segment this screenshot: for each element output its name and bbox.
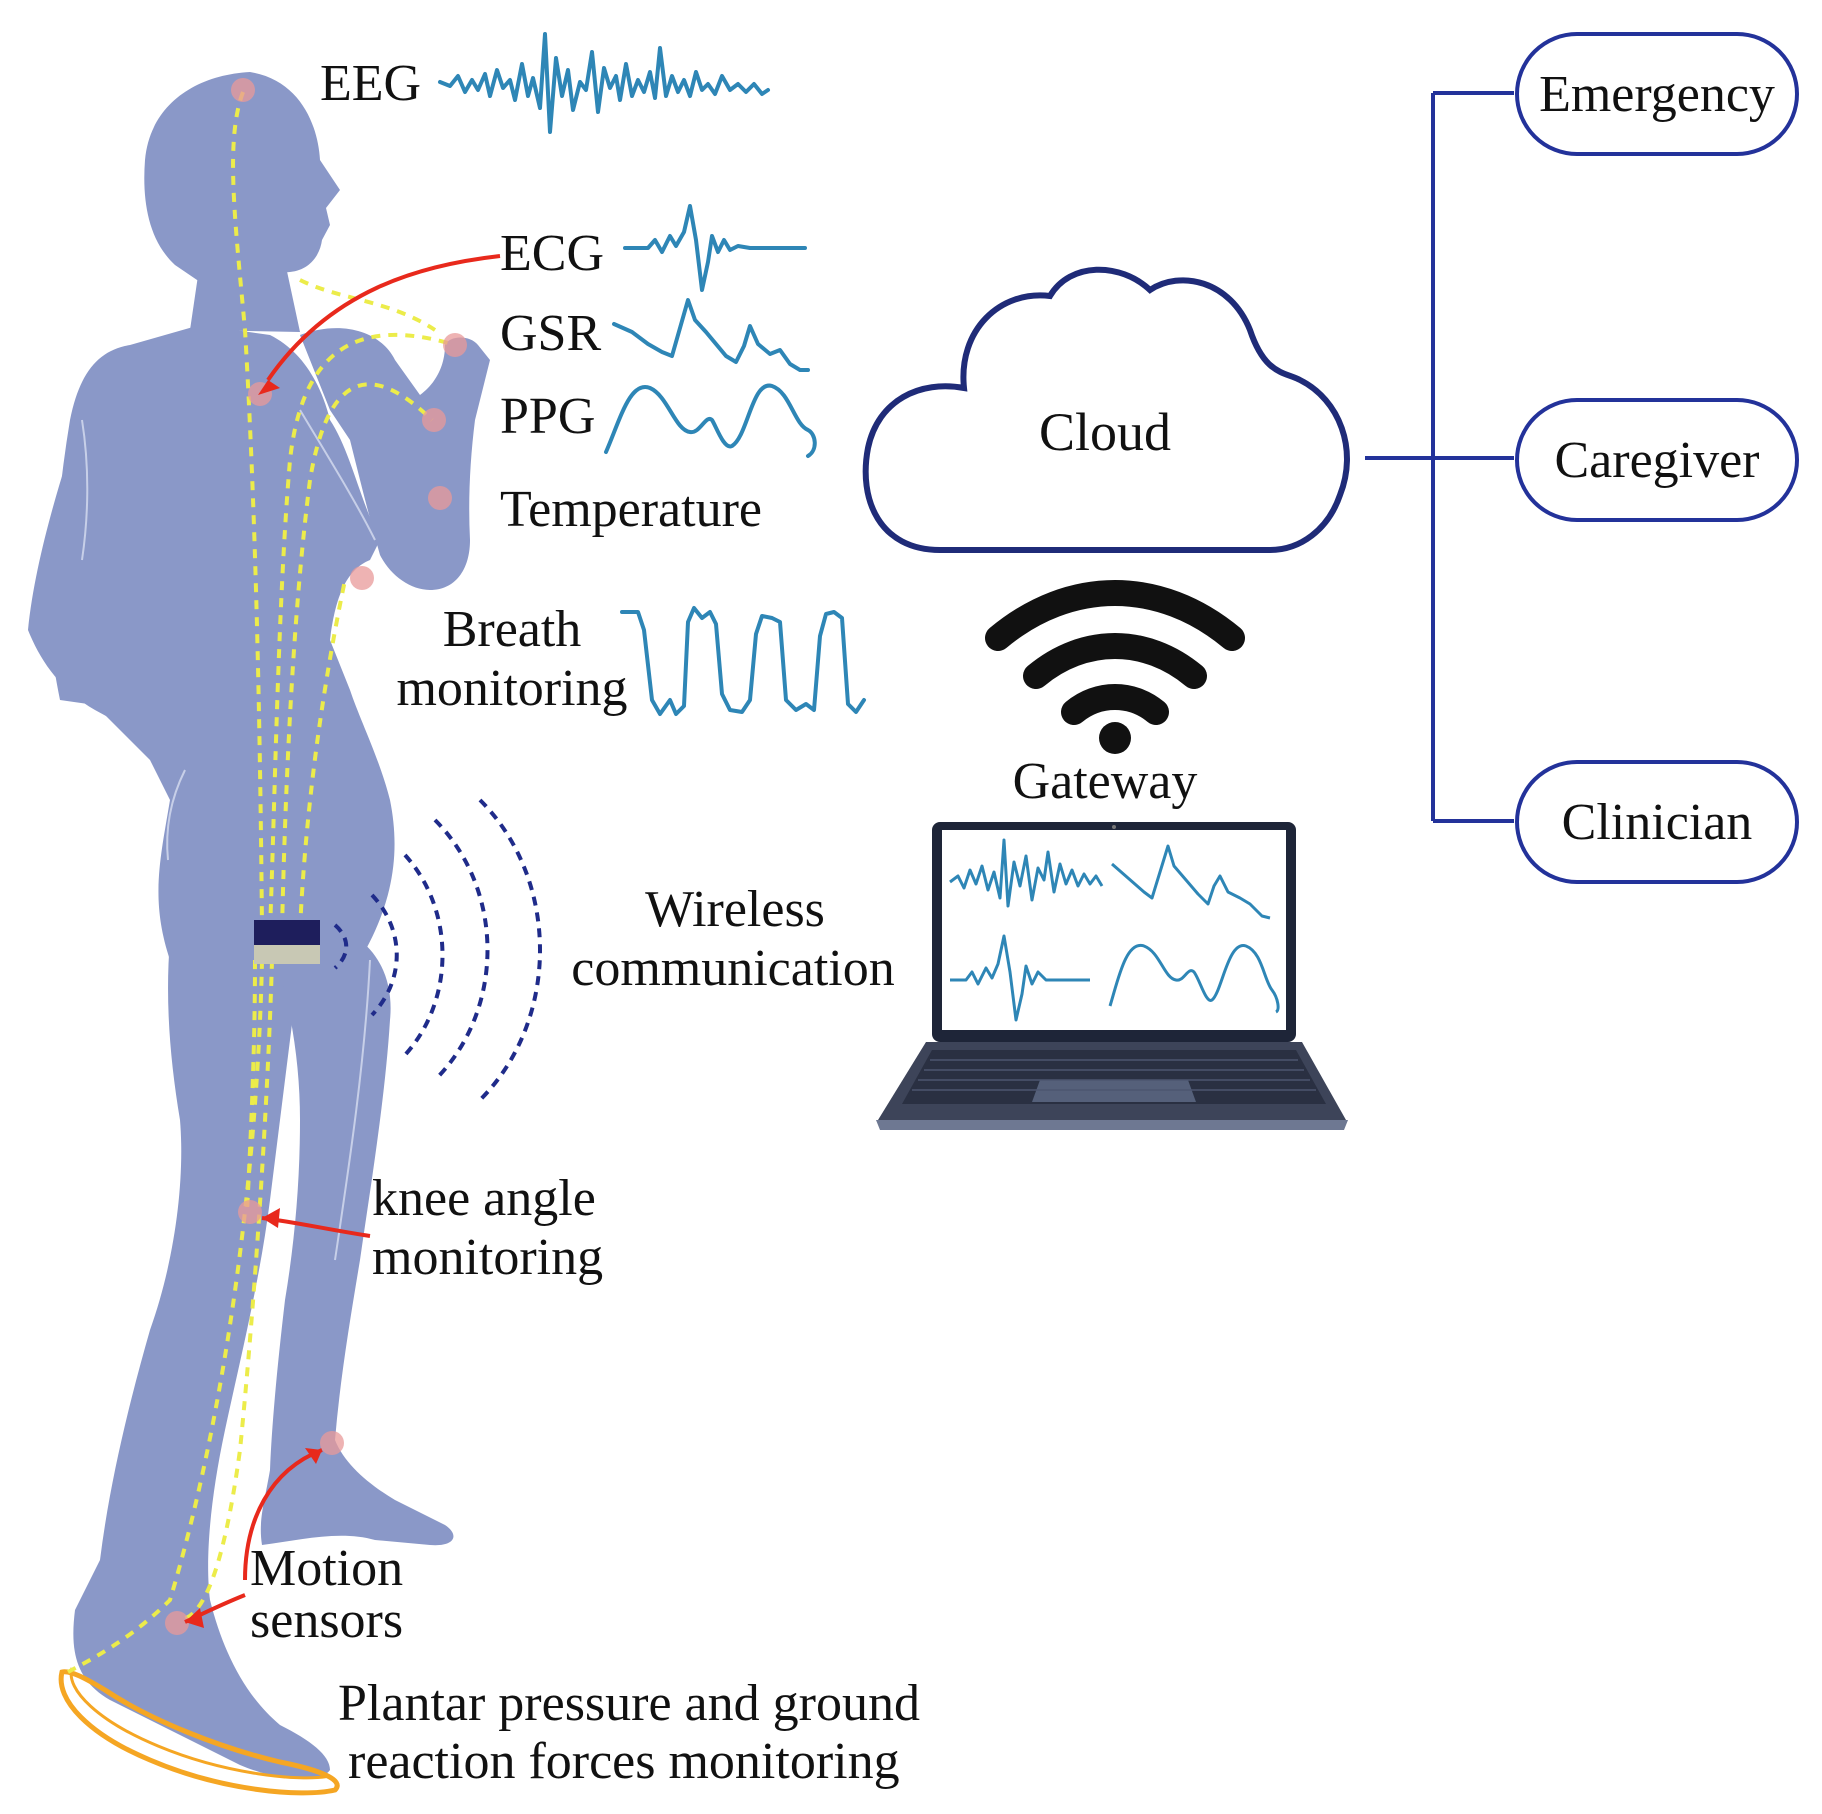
recipient-node-clinician xyxy=(1515,760,1799,884)
breath-label-line1: Breath xyxy=(443,601,582,658)
laptop-eeg-trace xyxy=(949,838,1104,908)
gsr-waveform xyxy=(612,298,810,372)
sensor-dot-eeg xyxy=(231,78,255,102)
arrow-heads xyxy=(185,380,322,1628)
rear-leg xyxy=(73,940,331,1780)
plantar-label-line1: Plantar pressure and ground xyxy=(338,1675,920,1732)
sensor-hub-device xyxy=(254,920,320,964)
breath-label-line2: monitoring xyxy=(396,660,627,717)
ppg-waveform xyxy=(604,383,817,458)
body-contour-line xyxy=(166,769,186,861)
wireless-label-line2: communication xyxy=(571,940,894,997)
ppg-label: PPG xyxy=(500,388,595,445)
neck xyxy=(190,262,300,332)
laptop-ppg-trace xyxy=(1108,944,1280,1014)
signal-waveforms xyxy=(438,32,866,716)
ecg-waveform xyxy=(623,204,807,292)
ecg-label: ECG xyxy=(500,225,604,282)
recipient-node-caregiver xyxy=(1515,398,1799,522)
plantar-insole xyxy=(58,1667,340,1796)
temperature-label: Temperature xyxy=(500,481,762,538)
body-contour-line xyxy=(299,409,376,541)
sensor-dot-ppg xyxy=(422,408,446,432)
sensor-dot-ankle-front xyxy=(320,1431,344,1455)
gsr-label: GSR xyxy=(500,305,601,362)
eeg-waveform xyxy=(438,32,770,134)
breath-waveform xyxy=(620,606,866,716)
head xyxy=(144,72,340,286)
wifi-icon xyxy=(985,580,1245,725)
labels: EEG ECG GSR PPG Temperature Breath monit… xyxy=(250,55,1775,1790)
sensor-dot-gsr xyxy=(443,333,467,357)
recipient-connectors xyxy=(1365,91,1514,823)
recipient-nodes xyxy=(1515,32,1799,884)
sensor-wires xyxy=(67,91,456,1674)
gateway-label: Gateway xyxy=(1013,753,1198,810)
laptop-gateway-device xyxy=(876,822,1348,1130)
recipient-node-emergency xyxy=(1515,32,1799,156)
front-leg xyxy=(260,940,454,1546)
sensor-dot-temperature xyxy=(428,486,452,510)
body-contour-line xyxy=(81,419,89,561)
wireless-waves xyxy=(333,798,542,1102)
cloud-shape xyxy=(862,266,1350,553)
motion-label-line1: Motion xyxy=(250,1540,403,1597)
wifi-icon-dot xyxy=(1099,722,1131,754)
laptop-ecg-trace xyxy=(950,934,1090,1022)
motion-label-line2: sensors xyxy=(250,1592,403,1649)
cloud-label: Cloud xyxy=(1039,402,1171,462)
sensor-dot-knee xyxy=(238,1200,262,1224)
sensor-dot-ankle-rear xyxy=(165,1611,189,1635)
knee-label-line1: knee angle xyxy=(372,1170,596,1227)
recipient-label-caregiver: Caregiver xyxy=(1554,432,1759,489)
eeg-label: EEG xyxy=(320,55,421,112)
plantar-label-line2: reaction forces monitoring xyxy=(348,1733,900,1790)
laptop-gsr-trace xyxy=(1111,844,1271,920)
body-contour-line xyxy=(334,959,371,1261)
recipient-label-emergency: Emergency xyxy=(1539,66,1775,123)
back-arm xyxy=(28,420,190,745)
sensor-dot-breath xyxy=(350,566,374,590)
wireless-label-line1: Wireless xyxy=(645,881,825,938)
knee-label-line2: monitoring xyxy=(372,1229,603,1286)
recipient-label-clinician: Clinician xyxy=(1562,794,1753,851)
